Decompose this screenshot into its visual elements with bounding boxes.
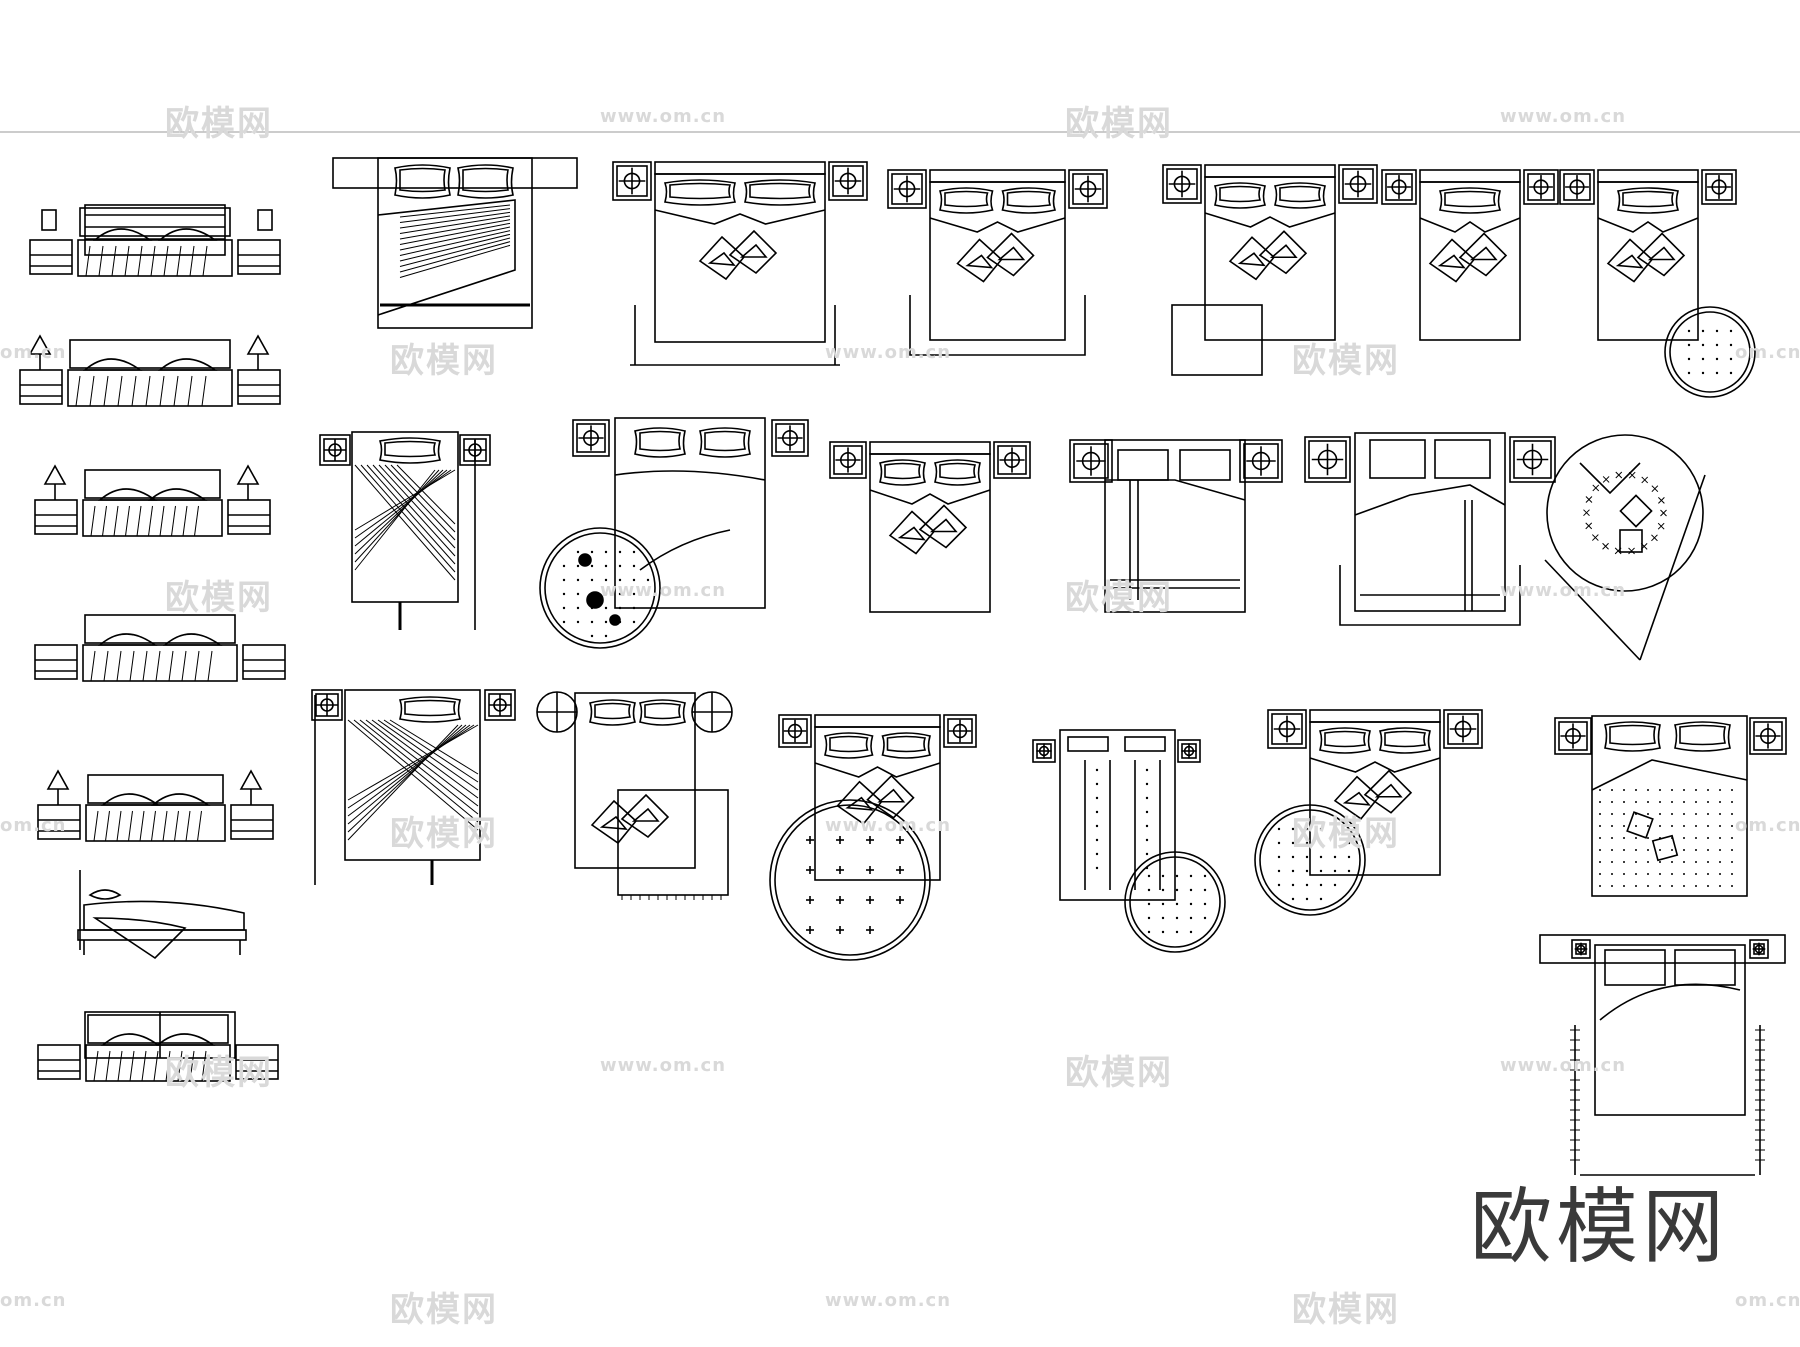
plan-bed-r3-1 — [311, 689, 516, 885]
elevation-bed-5 — [37, 769, 274, 842]
plan-bed-r2-6 — [1544, 434, 1706, 661]
bed-blocks-drawing — [0, 131, 1800, 1176]
plan-bed-r3-4-rug — [1124, 851, 1226, 953]
plan-bed-r1-6 — [1559, 169, 1737, 341]
plan-bed-r2-2 — [572, 417, 809, 609]
plan-bed-r2-4 — [1069, 439, 1283, 613]
elevation-bed-6 — [37, 1014, 279, 1082]
plan-bed-r2-5 — [1304, 432, 1556, 626]
brand-logo-text: 欧模网 — [1470, 1180, 1729, 1275]
elevation-bed-1-frame — [41, 204, 273, 256]
plan-bed-r1-6-rug — [1664, 306, 1756, 398]
elevation-bed-1 — [29, 207, 281, 277]
plan-bed-r3-4 — [1032, 729, 1201, 901]
elevation-bed-2 — [19, 334, 281, 407]
plan-bed-r1-1 — [332, 157, 578, 329]
plan-bed-r3-3 — [778, 714, 977, 881]
plan-bed-r2-1 — [319, 431, 491, 630]
plan-bed-r3-5-rug — [1254, 804, 1366, 916]
plan-bed-r3-6 — [1554, 715, 1787, 897]
plan-bed-r3-5 — [1267, 709, 1483, 876]
plan-bed-r1-5 — [1381, 169, 1559, 341]
plan-bed-r1-3 — [887, 169, 1108, 356]
plan-bed-r1-2 — [612, 161, 868, 366]
plan-bed-r2-2-rug — [539, 527, 661, 649]
elevation-bed-side — [77, 870, 247, 960]
elevation-bed-3 — [34, 464, 271, 537]
plan-bed-r3-3-rug — [769, 799, 931, 961]
plan-bed-r2-3 — [829, 441, 1031, 613]
plan-bed-r3-2 — [536, 691, 733, 900]
elevation-bed-4 — [34, 614, 286, 682]
plan-bed-r1-4 — [1162, 164, 1378, 376]
elevation-bed-6-headboard — [84, 1011, 236, 1059]
plan-bed-r4-1 — [1539, 934, 1786, 1176]
